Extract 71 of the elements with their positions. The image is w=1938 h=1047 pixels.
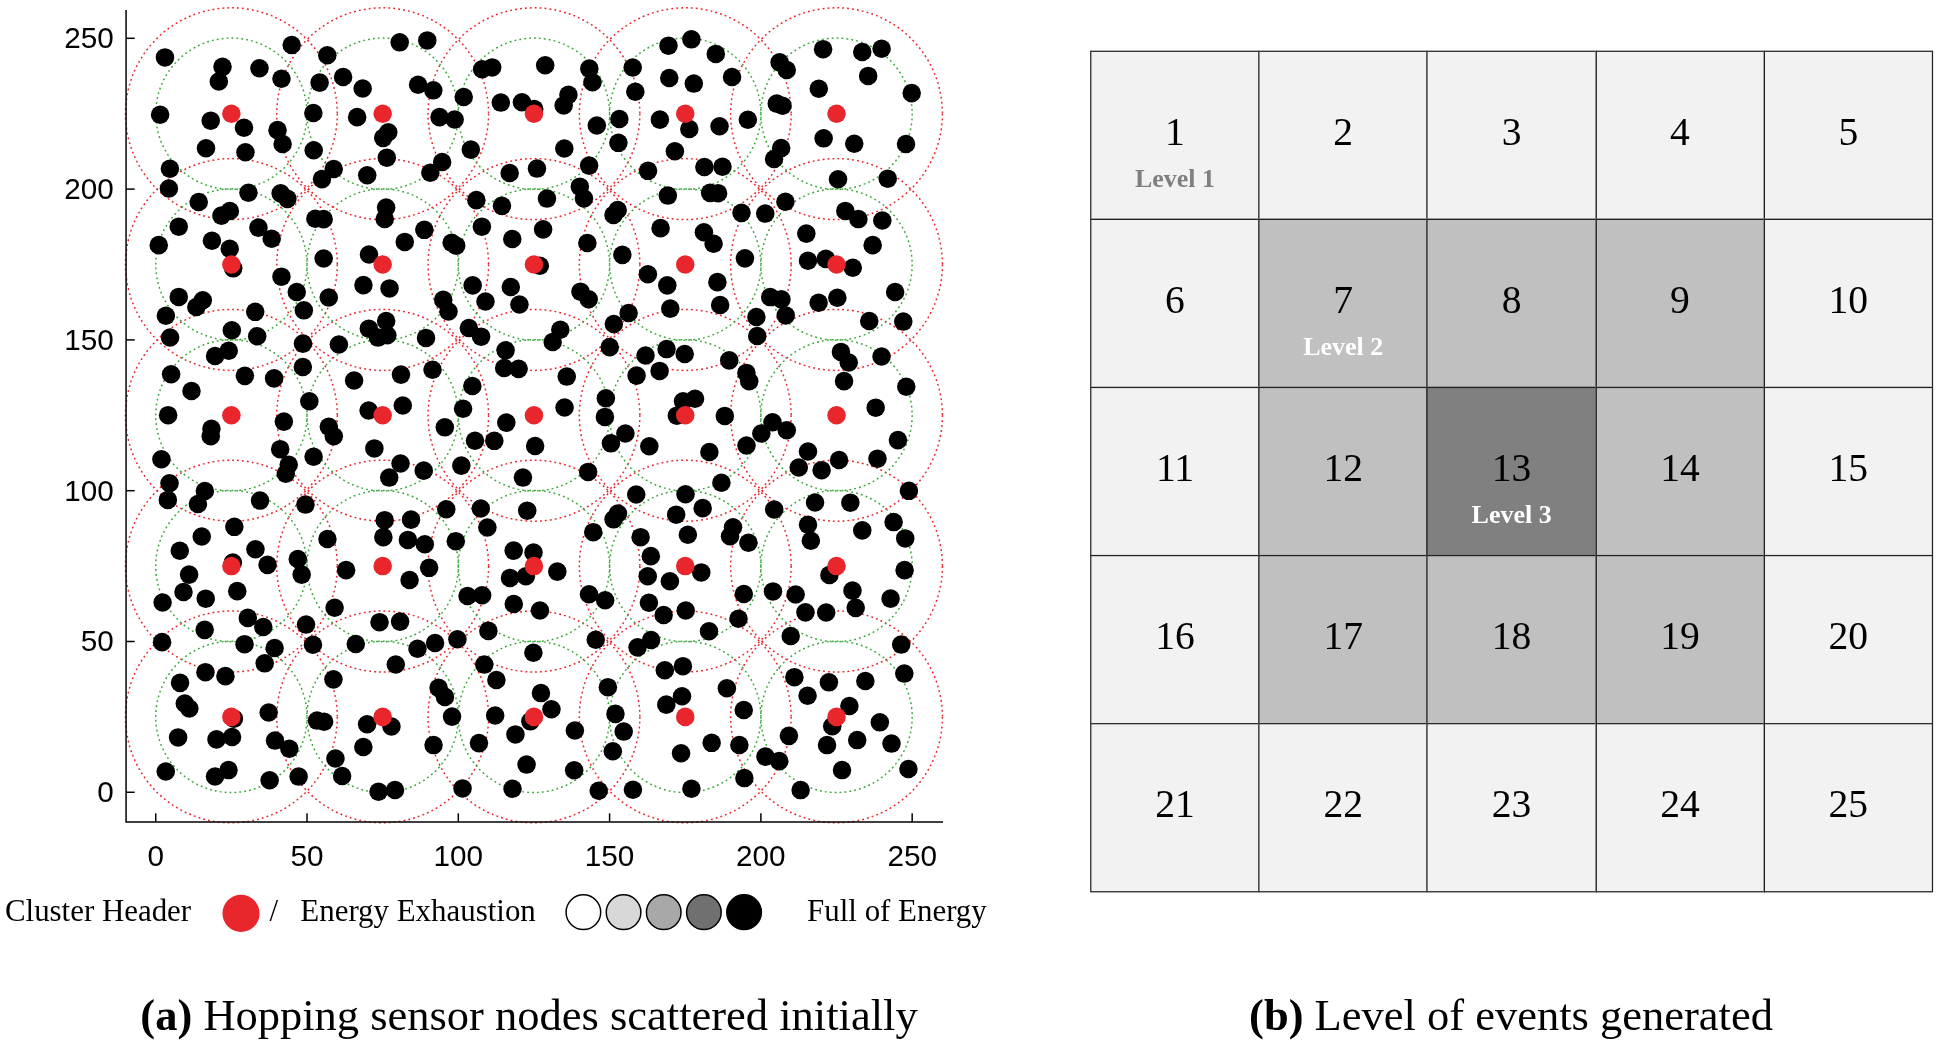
grid-cell [1763,50,1934,220]
grid-cell [1763,723,1934,893]
grid-cell [1595,554,1765,725]
cell-number: 4 [1670,108,1690,154]
grid-cell [1763,386,1934,557]
cell-number: 2 [1333,108,1354,154]
cell-number: 15 [1828,444,1869,490]
grid-cell [1763,218,1934,389]
axis-tick-label: 200 [63,173,114,206]
cell-number: 25 [1828,781,1869,826]
axis-tick-label: 150 [583,840,636,873]
cell-number: 6 [1165,276,1185,322]
figure-caption: (b) Level of events generated [1248,989,1774,1041]
cell-number: 16 [1155,613,1195,658]
axis-tick-label: 150 [63,323,114,356]
cell-number: 3 [1501,108,1522,154]
axis-tick-label: 50 [289,840,325,873]
cell-number: 11 [1155,444,1194,490]
level-label: Level 2 [1303,331,1384,361]
cell-number: 13 [1491,444,1532,490]
figure-caption: (a) Hopping sensor nodes scattered initially [139,989,919,1041]
grid-cell [1258,218,1429,389]
axis-tick-label: 100 [432,840,485,873]
cell-number: 17 [1323,613,1364,658]
cell-number: 22 [1323,781,1364,826]
axis-tick-label: 250 [886,840,938,873]
cell-number: 20 [1828,613,1869,658]
grid-cell [1595,723,1765,893]
axis-tick-label: 100 [63,474,114,507]
grid-cell [1258,386,1429,557]
grid-cell [1426,218,1597,389]
cell-number: 21 [1155,781,1195,826]
cell-number: 12 [1323,444,1364,490]
grid-cell [1090,50,1260,220]
grid-cell [1763,554,1934,725]
axis-tick-label: 50 [79,625,114,658]
cell-number: 24 [1660,781,1700,826]
scale-end-label: Full of Energy [807,892,987,930]
level-label: Level 1 [1134,163,1215,193]
grid-cell [1426,50,1597,220]
axis-tick-label: 0 [96,776,114,809]
cell-number: 7 [1333,276,1354,322]
grid-cell [1595,50,1765,220]
grid-cell [1426,554,1597,725]
cell-number: 1 [1165,108,1185,154]
scale-end-label: Energy Exhaustion [300,892,536,930]
legend-label: Cluster Header [4,892,192,929]
axis-tick-label: 250 [63,22,114,55]
grid-cell [1090,218,1260,389]
cell-number: 23 [1491,781,1532,826]
cell-number: 9 [1670,276,1690,322]
grid-cell [1090,386,1260,557]
grid-cell [1090,554,1260,725]
level-label: Level 3 [1471,499,1552,529]
legend-separator: / [269,892,279,929]
cell-number: 5 [1838,108,1859,154]
axis-tick-label: 0 [146,840,165,873]
grid-cell [1426,386,1597,557]
cell-number: 18 [1491,613,1532,658]
grid-cell [1258,50,1429,220]
cell-number: 19 [1660,613,1700,658]
grid-cell [1595,386,1765,557]
grid-cell [1258,554,1429,725]
axis-tick-label: 200 [735,840,787,873]
grid-cell [1426,723,1597,893]
grid-cell [1090,723,1260,893]
cell-number: 10 [1828,276,1869,322]
grid-cell [1595,218,1765,389]
cell-number: 8 [1501,276,1522,322]
grid-cell [1258,723,1429,893]
cell-number: 14 [1660,444,1700,490]
